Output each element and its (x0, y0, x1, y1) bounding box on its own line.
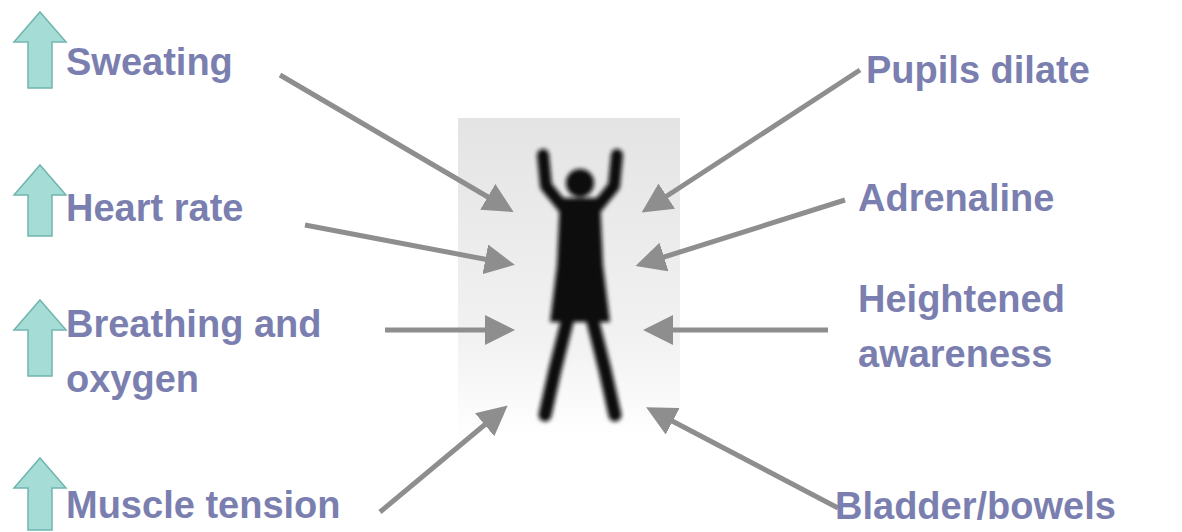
leader-lines (280, 70, 860, 512)
symptom-label: Bladder/bowels (835, 479, 1175, 532)
up-arrow (14, 12, 66, 88)
symptom-label: Pupils dilate (866, 43, 1176, 98)
symptom-label: Breathing and oxygen (66, 297, 366, 407)
photo-frame (458, 118, 680, 438)
symptom-label: Adrenaline (858, 171, 1168, 226)
symptom-label: Muscle tension (66, 478, 406, 532)
up-arrow (14, 165, 66, 236)
symptom-label: Heart rate (66, 181, 396, 236)
leader-line (305, 225, 505, 263)
silhouette (543, 155, 617, 415)
up-arrow (14, 300, 66, 376)
leader-line (385, 328, 505, 333)
symptom-label: Sweating (66, 35, 396, 90)
leader-line (645, 200, 845, 263)
up-arrows (14, 12, 66, 530)
leader-line (380, 412, 500, 512)
up-arrow (14, 458, 66, 530)
leader-line (650, 70, 860, 207)
leader-line (280, 75, 505, 207)
leader-line (653, 328, 828, 333)
symptom-label: Heightened awareness (858, 272, 1128, 382)
leader-line (655, 412, 838, 508)
